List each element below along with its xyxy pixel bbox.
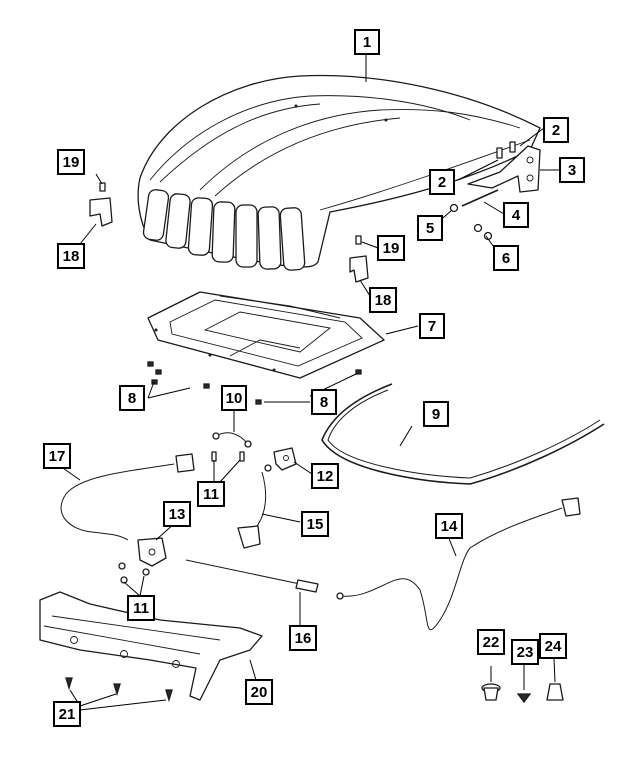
callout-6: 6 [493, 245, 519, 271]
strut-fastener-5 [449, 203, 459, 213]
release-cable-17 [60, 453, 195, 541]
svg-text:5: 5 [426, 220, 434, 237]
svg-text:18: 18 [63, 248, 80, 265]
strut-fastener-6 [473, 223, 493, 241]
secondary-latch [264, 447, 297, 472]
svg-text:20: 20 [251, 684, 268, 701]
callout-23: 23 [511, 639, 539, 665]
svg-text:15: 15 [307, 516, 324, 533]
svg-text:19: 19 [63, 154, 80, 171]
bumper-grommet-22 [481, 683, 501, 701]
callout-16: 16 [289, 625, 317, 651]
hinge-bolts [496, 141, 516, 159]
callout-19a: 19 [57, 149, 85, 175]
callout-9: 9 [423, 401, 449, 427]
callout-13: 13 [163, 501, 191, 527]
callout-1: 1 [354, 29, 380, 55]
latch-screws-upper [211, 451, 245, 462]
hood-seal [321, 383, 605, 485]
svg-text:11: 11 [133, 600, 149, 617]
hood-support-strut [461, 189, 499, 207]
grille-slots [142, 189, 306, 271]
svg-text:18: 18 [375, 292, 392, 309]
svg-text:16: 16 [295, 630, 312, 647]
svg-text:6: 6 [502, 250, 510, 267]
svg-text:9: 9 [432, 406, 440, 423]
callout-8a: 8 [119, 385, 145, 411]
callout-22: 22 [477, 629, 505, 655]
callout-18a: 18 [57, 243, 85, 269]
radiator-closure-panel [39, 591, 263, 701]
push-pin-retainers [65, 677, 173, 703]
callout-7: 7 [419, 313, 445, 339]
svg-text:22: 22 [483, 634, 500, 651]
svg-text:17: 17 [49, 448, 66, 465]
hood-panel [137, 74, 541, 271]
svg-text:23: 23 [517, 644, 534, 661]
svg-text:24: 24 [545, 638, 562, 655]
release-cable-link [212, 432, 252, 448]
hood-bumper-bracket-right [349, 235, 369, 283]
plug-24 [546, 683, 564, 701]
hood-bumper-bracket-left [89, 182, 113, 227]
callout-19b: 19 [377, 235, 405, 261]
svg-text:8: 8 [320, 394, 328, 411]
callout-12: 12 [311, 463, 339, 489]
callout-4: 4 [503, 202, 529, 228]
svg-text:7: 7 [428, 318, 436, 335]
svg-text:21: 21 [59, 706, 76, 723]
svg-text:19: 19 [383, 240, 400, 257]
latch-screws-lower [118, 562, 150, 584]
svg-text:14: 14 [441, 518, 458, 535]
hood-insulator [147, 291, 385, 379]
svg-text:13: 13 [169, 506, 186, 523]
clip-23 [516, 693, 532, 704]
svg-text:3: 3 [568, 162, 576, 179]
callout-17: 17 [43, 443, 71, 469]
callout-3: 3 [559, 157, 585, 183]
latch-cable [237, 471, 267, 549]
callout-2b: 2 [429, 169, 455, 195]
callout-15: 15 [301, 511, 329, 537]
callout-10: 10 [221, 385, 247, 411]
callout-24: 24 [539, 633, 567, 659]
callout-14: 14 [435, 513, 463, 539]
svg-text:10: 10 [226, 390, 243, 407]
hood-latch [137, 537, 167, 567]
callout-5: 5 [417, 215, 443, 241]
svg-text:8: 8 [128, 390, 136, 407]
svg-text:2: 2 [552, 122, 560, 139]
svg-text:1: 1 [363, 34, 371, 51]
svg-text:12: 12 [317, 468, 334, 485]
callout-18b: 18 [369, 287, 397, 313]
svg-text:11: 11 [203, 486, 219, 503]
svg-text:4: 4 [512, 207, 521, 224]
hood-hinge [467, 145, 541, 193]
svg-text:2: 2 [438, 174, 446, 191]
callout-8b: 8 [311, 389, 337, 415]
callout-11a: 11 [197, 481, 225, 507]
release-cable-16 [185, 559, 319, 593]
callout-11b: 11 [127, 595, 155, 621]
insulator-retainers [147, 361, 362, 405]
callout-2a: 2 [543, 117, 569, 143]
callout-21: 21 [53, 701, 81, 727]
leader-lines [59, 54, 560, 711]
callout-20: 20 [245, 679, 273, 705]
release-cable-14 [336, 497, 581, 631]
